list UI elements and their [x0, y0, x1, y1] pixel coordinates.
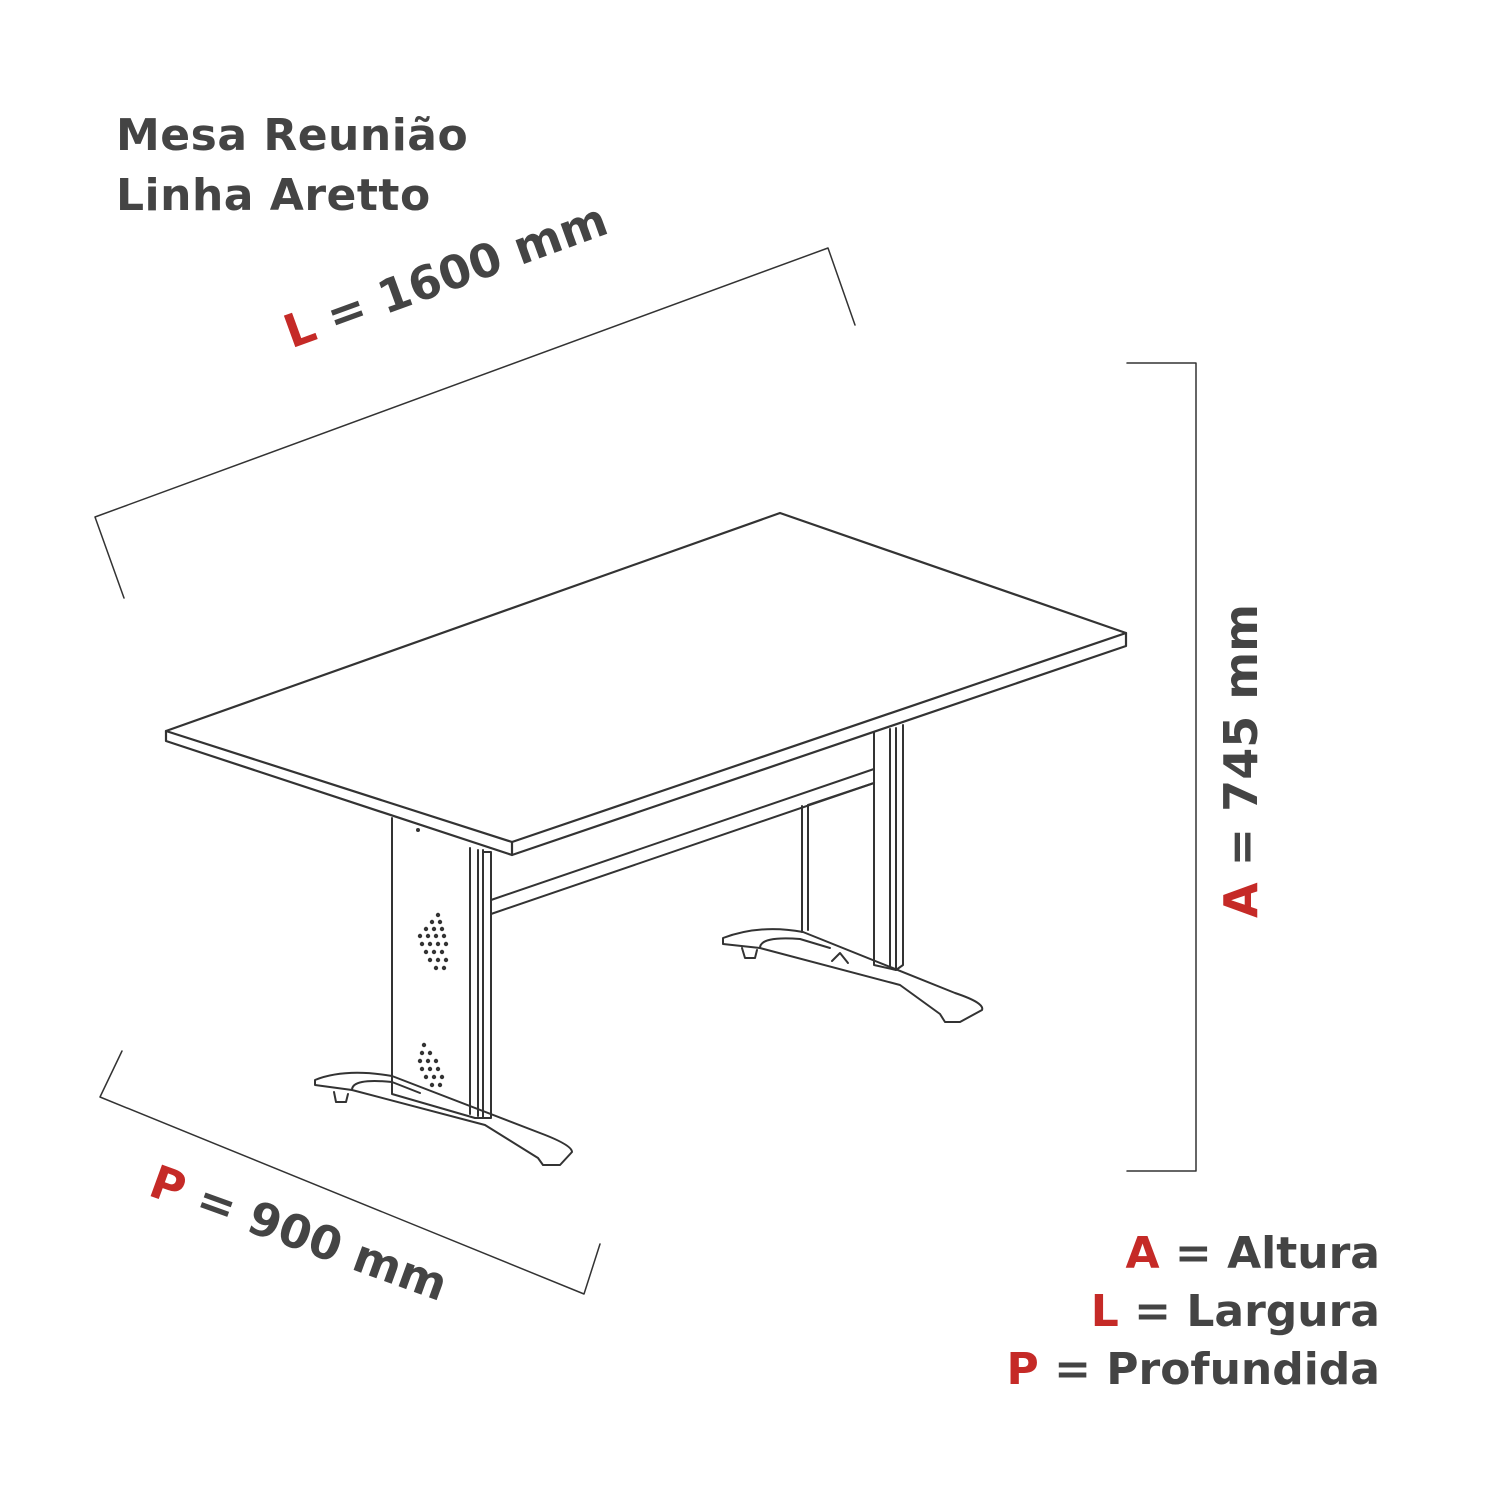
- leg-perforation-top: [416, 828, 449, 971]
- legend-item-altura: A = Altura: [1126, 1232, 1380, 1276]
- legend-key: P: [1006, 1344, 1039, 1395]
- legend-item-largura: L = Largura: [1091, 1290, 1380, 1334]
- legend-key: A: [1125, 1228, 1160, 1279]
- height-dimension-label: A = 745 mm: [1214, 604, 1268, 918]
- width-dimension-line: [94, 247, 856, 599]
- leg-perforation-bottom: [417, 1042, 445, 1088]
- depth-dimension-line: [99, 1050, 601, 1295]
- rear-leg: [801, 724, 904, 971]
- legend-text: = Altura: [1159, 1228, 1380, 1279]
- legend-key: L: [1090, 1286, 1119, 1337]
- height-dimension-line: [1126, 362, 1197, 1172]
- legend-item-profundida: P = Profundida: [1007, 1348, 1381, 1392]
- title-line-1: Mesa Reunião: [116, 110, 469, 161]
- rear-foot: [722, 928, 984, 1023]
- title-line-2: Linha Aretto: [116, 170, 431, 221]
- height-key: A: [1214, 882, 1268, 918]
- height-value: = 745 mm: [1214, 603, 1268, 883]
- legend-text: = Profundida: [1038, 1344, 1380, 1395]
- front-leg: [391, 768, 875, 1119]
- front-foot: [314, 1071, 573, 1166]
- legend-text: = Largura: [1118, 1286, 1380, 1337]
- table-top: [164, 511, 1128, 857]
